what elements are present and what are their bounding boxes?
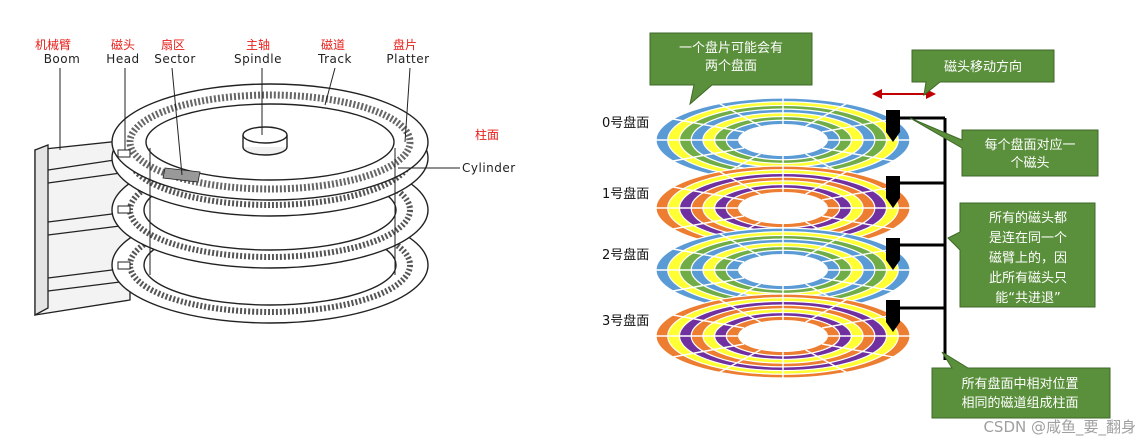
label-track-en: Track xyxy=(317,52,352,66)
callout-cylinder-definition: 所有盘面中相对位置 相同的磁道组成柱面 xyxy=(931,351,1111,419)
label-sector-cn: 扇区 xyxy=(161,37,185,52)
platter-1-hub xyxy=(738,192,828,224)
label-cylinder-cn: 柱面 xyxy=(475,127,499,142)
platter-2-sector-line xyxy=(719,233,761,257)
platter-1-sector-line xyxy=(805,171,847,195)
svg-text:是连在同一个: 是连在同一个 xyxy=(989,230,1067,246)
svg-text:所有的磁头都: 所有的磁头都 xyxy=(989,210,1067,226)
colored-platter-3 xyxy=(655,293,911,379)
platter-1-sector-line xyxy=(821,215,894,230)
callout-one-head: 每个盘面对应一 个磁头 xyxy=(909,117,1099,177)
platter-2-hub xyxy=(738,254,828,286)
leader-lines xyxy=(59,67,460,176)
platter-3-sector-line xyxy=(672,314,745,329)
platter-0-sector-line xyxy=(821,118,894,133)
label-platter-cn: 盘片 xyxy=(393,37,417,52)
svg-text:能“共进退”: 能“共进退” xyxy=(995,291,1060,306)
label-spindle-en: Spindle xyxy=(234,52,282,66)
platter-2-sector-line xyxy=(821,277,894,292)
csdn-watermark: CSDN @咸鱼_要_翻身 xyxy=(983,418,1136,437)
colored-platters xyxy=(655,97,911,379)
platter-3-sector-line xyxy=(719,349,761,373)
svg-text:相同的磁道组成柱面: 相同的磁道组成柱面 xyxy=(961,395,1078,411)
left-disk-diagram: 机械臂 Boom 磁头 Head 扇区 Sector 主轴 Spindle 磁道… xyxy=(34,37,516,324)
label-platter-en: Platter xyxy=(386,52,429,66)
label-sector-en: Sector xyxy=(154,52,196,66)
label-head-en: Head xyxy=(106,52,139,66)
platter-2-sector-line xyxy=(805,233,847,257)
colored-platter-1 xyxy=(655,165,911,251)
platter-label-1: 1号盘面 xyxy=(602,186,649,202)
platter-label-0: 0号盘面 xyxy=(602,115,649,131)
platter-2-sector-line xyxy=(672,248,745,263)
platter-stack xyxy=(111,83,429,324)
platter-1-sector-line xyxy=(672,215,745,230)
platter-1-sector-line xyxy=(821,186,894,201)
label-spindle-cn: 主轴 xyxy=(246,37,270,52)
head-arm xyxy=(897,116,947,360)
platter-label-2: 2号盘面 xyxy=(602,247,649,263)
platter-3-hub xyxy=(738,320,828,352)
platter-3-sector-line xyxy=(719,299,761,323)
svg-text:磁头移动方向: 磁头移动方向 xyxy=(944,59,1022,75)
label-boom-en: Boom xyxy=(44,52,81,66)
platter-0-sector-line xyxy=(805,103,847,127)
head-blocks xyxy=(886,110,900,332)
label-track-cn: 磁道 xyxy=(321,37,345,52)
label-head-cn: 磁头 xyxy=(111,37,135,52)
platter-2-sector-line xyxy=(821,248,894,263)
svg-text:个磁头: 个磁头 xyxy=(1010,156,1049,171)
callout-heads-together: 所有的磁头都 是连在同一个 磁臂上的，因 此所有磁头只 能“共进退” xyxy=(947,202,1096,308)
platter-0-hub xyxy=(738,124,828,156)
platter-0-sector-line xyxy=(719,103,761,127)
svg-text:此所有磁头只: 此所有磁头只 xyxy=(989,271,1067,286)
callout-head-direction: 磁头移动方向 xyxy=(911,49,1055,97)
platter-0-sector-line xyxy=(672,118,745,133)
right-disk-diagram: 0号盘面 1号盘面 2号盘面 3号盘面 一个盘片可能会有 两个盘面 磁头移动方向… xyxy=(602,32,1111,419)
platter-1-sector-line xyxy=(672,186,745,201)
label-cylinder-en: Cylinder xyxy=(462,161,516,175)
platter-0-sector-line xyxy=(821,147,894,162)
svg-text:每个盘面对应一: 每个盘面对应一 xyxy=(984,137,1075,153)
platter-3-sector-line xyxy=(672,343,745,358)
svg-text:所有盘面中相对位置: 所有盘面中相对位置 xyxy=(961,376,1078,392)
platter-label-3: 3号盘面 xyxy=(602,313,649,329)
platter-3-sector-line xyxy=(805,349,847,373)
platter-1-sector-line xyxy=(719,171,761,195)
colored-platter-0 xyxy=(655,97,911,183)
platter-3-sector-line xyxy=(821,343,894,358)
head-markers xyxy=(117,149,131,270)
platter-3-sector-line xyxy=(805,299,847,323)
label-boom-cn: 机械臂 xyxy=(35,37,71,52)
boom-arm-assembly xyxy=(34,139,131,317)
platter-3-sector-line xyxy=(821,314,894,329)
platter-2-sector-line xyxy=(672,277,745,292)
svg-text:两个盘面: 两个盘面 xyxy=(705,58,757,74)
callout-two-surfaces: 一个盘片可能会有 两个盘面 xyxy=(649,32,813,106)
platter-0-sector-line xyxy=(672,147,745,162)
svg-text:磁臂上的，因: 磁臂上的，因 xyxy=(989,250,1067,266)
colored-platter-2 xyxy=(655,227,911,313)
svg-text:一个盘片可能会有: 一个盘片可能会有 xyxy=(679,40,783,56)
